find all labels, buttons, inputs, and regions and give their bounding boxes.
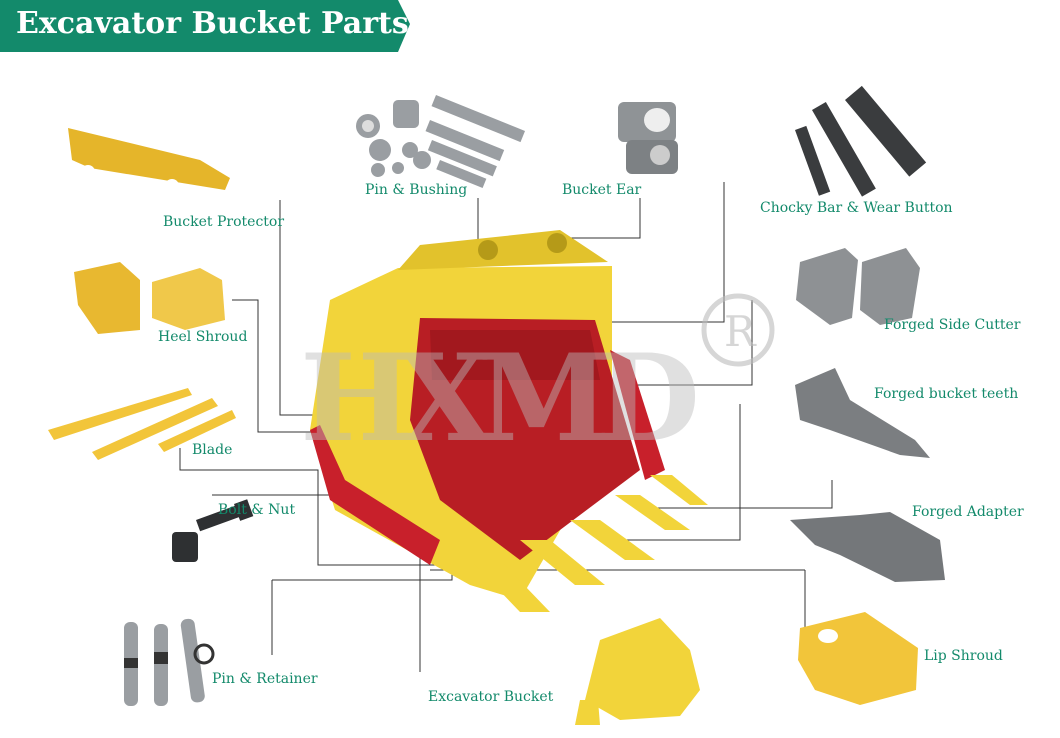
title-banner xyxy=(0,0,410,52)
label-pin-retainer: Pin & Retainer xyxy=(212,671,318,687)
watermark-registered-icon xyxy=(701,293,775,367)
main-excavator-bucket xyxy=(310,230,708,612)
forged-side-cutter-image xyxy=(796,248,920,325)
watermark: HXMD xyxy=(300,328,700,469)
bucket-protector-image xyxy=(68,128,230,193)
label-forged-adapter: Forged Adapter xyxy=(912,504,1024,520)
watermark-registered-letter: R xyxy=(724,307,757,356)
pin-bushing-image xyxy=(356,95,526,189)
label-blade: Blade xyxy=(192,442,233,458)
label-forged-side-cutter: Forged Side Cutter xyxy=(884,317,1021,333)
label-pin-bushing: Pin & Bushing xyxy=(365,182,468,198)
lip-shroud-image xyxy=(798,612,918,705)
label-bucket-protector: Bucket Protector xyxy=(163,214,285,230)
label-bucket-ear: Bucket Ear xyxy=(562,182,642,198)
label-lip-shroud: Lip Shroud xyxy=(924,648,1003,664)
bucket-ear-image xyxy=(618,102,678,174)
heel-shroud-image xyxy=(74,262,225,334)
pin-retainer-image xyxy=(124,618,215,706)
bolt-nut-image xyxy=(172,499,254,562)
small-excavator-bucket-image xyxy=(575,618,700,725)
label-forged-bucket-teeth: Forged bucket teeth xyxy=(874,386,1019,402)
label-heel-shroud: Heel Shroud xyxy=(158,329,248,345)
page-title: Excavator Bucket Parts xyxy=(16,6,409,41)
forged-bucket-teeth-image xyxy=(795,368,930,458)
blade-image xyxy=(48,388,236,460)
chocky-bar-image xyxy=(795,85,927,197)
label-excavator-bucket: Excavator Bucket xyxy=(428,689,554,705)
label-chocky-bar: Chocky Bar & Wear Button xyxy=(760,200,953,216)
forged-adapter-image xyxy=(790,512,945,582)
label-bolt-nut: Bolt & Nut xyxy=(218,502,296,518)
